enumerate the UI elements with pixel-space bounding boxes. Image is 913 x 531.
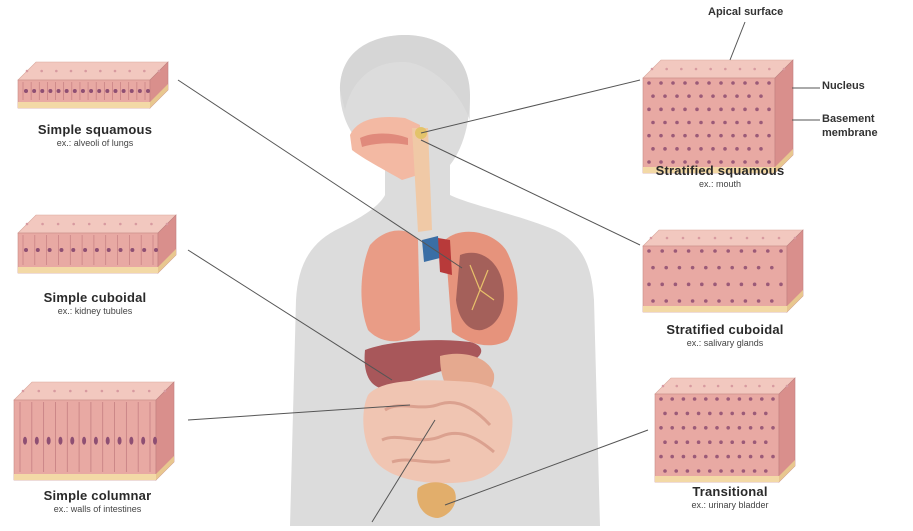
tissue-block-simple-squamous xyxy=(18,62,168,108)
tissue-name: Simple columnar xyxy=(10,488,185,503)
basement-label-line1: Basement xyxy=(822,112,878,126)
tissue-block-simple-columnar xyxy=(14,382,174,480)
basement-label-line2: membrane xyxy=(822,126,878,140)
label-stratified-cuboidal: Stratified cuboidal ex.: salivary glands xyxy=(630,322,820,348)
tissue-block-simple-cuboidal xyxy=(18,215,176,273)
tissue-example: ex.: mouth xyxy=(625,179,815,189)
tissue-name: Simple cuboidal xyxy=(10,290,180,305)
tissue-block-transitional xyxy=(655,378,795,482)
tissue-name: Simple squamous xyxy=(10,122,180,137)
apical-surface-label: Apical surface xyxy=(708,6,783,18)
tissue-example: ex.: walls of intestines xyxy=(10,504,185,514)
label-simple-cuboidal: Simple cuboidal ex.: kidney tubules xyxy=(10,290,180,316)
label-simple-squamous: Simple squamous ex.: alveoli of lungs xyxy=(10,122,180,148)
label-simple-columnar: Simple columnar ex.: walls of intestines xyxy=(10,488,185,514)
label-transitional: Transitional ex.: urinary bladder xyxy=(640,484,820,510)
leader-apical-surface xyxy=(730,22,745,60)
label-stratified-squamous: Stratified squamous ex.: mouth xyxy=(625,163,815,189)
tissue-name: Stratified squamous xyxy=(625,163,815,178)
tissue-example: ex.: salivary glands xyxy=(630,338,820,348)
tissue-example: ex.: kidney tubules xyxy=(10,306,180,316)
nucleus-label: Nucleus xyxy=(822,80,865,92)
tissue-block-stratified-squamous xyxy=(643,60,793,173)
tissue-name: Stratified cuboidal xyxy=(630,322,820,337)
tissue-example: ex.: alveoli of lungs xyxy=(10,138,180,148)
tissue-block-stratified-cuboidal xyxy=(643,230,803,312)
basement-membrane-label: Basement membrane xyxy=(822,112,878,140)
tissue-name: Transitional xyxy=(640,484,820,499)
tissue-example: ex.: urinary bladder xyxy=(640,500,820,510)
